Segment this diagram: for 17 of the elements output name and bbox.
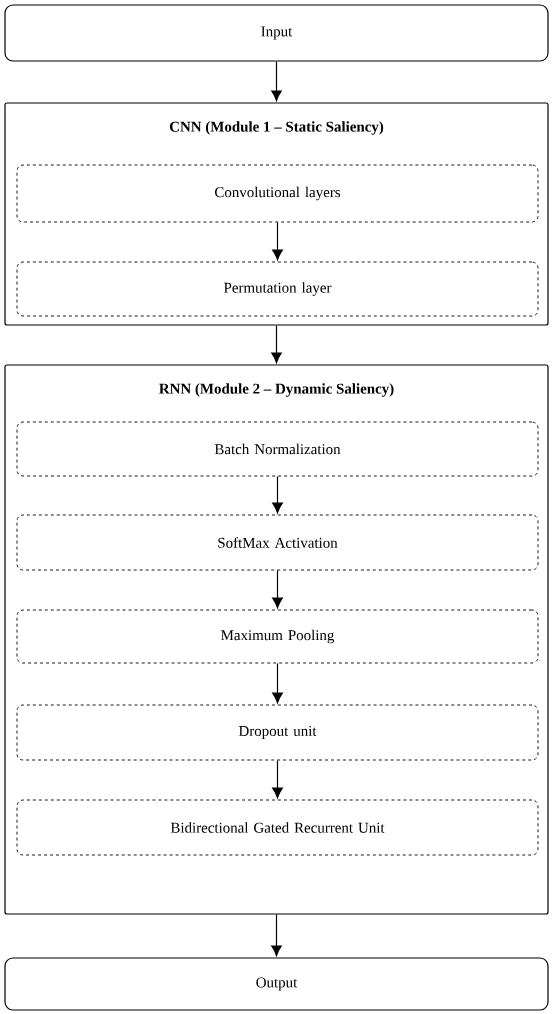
arrow [272, 569, 283, 609]
layer-box: Dropout unit [16, 704, 539, 761]
arrow [271, 61, 282, 102]
terminal-box: Output [4, 957, 549, 1011]
layer-box: Permutation layer [16, 261, 539, 317]
arrow [271, 914, 282, 957]
layer-box: Bidirectional Gated Recurrent Unit [16, 799, 539, 856]
arrow [272, 221, 283, 261]
terminal-box: Input [4, 4, 549, 62]
arrow [272, 662, 283, 704]
arrow [272, 759, 283, 799]
layer-box: Batch Normalization [16, 421, 539, 477]
layer-box: SoftMax Activation [16, 514, 539, 571]
arrow [272, 475, 283, 514]
layer-box: Convolutional layers [16, 164, 539, 223]
layer-box: Maximum Pooling [16, 609, 539, 664]
arrow [271, 325, 282, 364]
